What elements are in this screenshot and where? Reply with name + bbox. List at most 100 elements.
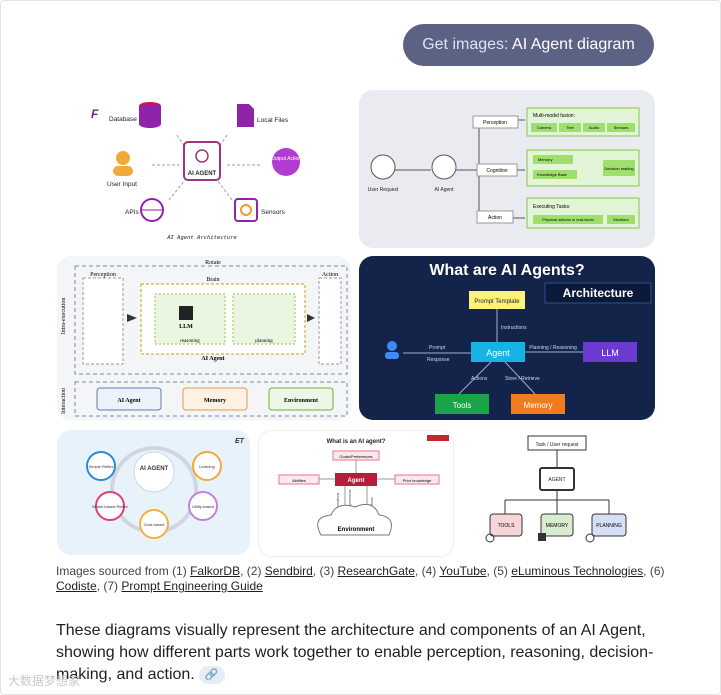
image-result-2[interactable]: User Request AI Agent Perception Cogniti… <box>359 90 655 248</box>
box-memory: Memory <box>204 398 226 404</box>
file-icon <box>237 104 254 127</box>
summary-paragraph: These diagrams visually represent the ar… <box>56 620 676 686</box>
label-observations: Observations <box>336 492 340 513</box>
image-result-5[interactable]: ET AI AGENT Simple Reflex Learning Utili… <box>57 430 250 555</box>
source-number: (4) <box>421 564 437 578</box>
label-rotate: Rotate <box>205 260 221 266</box>
node-apis: APIs <box>125 209 139 216</box>
label-prompt: Prompt <box>429 345 446 351</box>
title: What are AI Agents? <box>429 262 584 279</box>
title: What is an AI agent? <box>327 439 386 445</box>
separator: , <box>240 564 244 578</box>
source-link-eluminous[interactable]: eLuminous Technologies <box>511 564 644 578</box>
separator: , <box>414 564 419 578</box>
user-request-icon <box>370 154 396 180</box>
image-sources: Images sourced from (1) FalkorDB, (2) Se… <box>56 564 676 594</box>
robot-icon <box>431 154 457 180</box>
sensor-gear-icon <box>234 198 258 222</box>
source-number: (3) <box>319 564 335 578</box>
label-perception: Perception <box>90 272 116 278</box>
source-link-codiste[interactable]: Codiste <box>56 579 97 593</box>
type-goal-based: Goal-based <box>144 522 165 527</box>
image-caption: AI Agent Architecture <box>166 235 237 241</box>
box-environment: Environment <box>284 398 318 404</box>
node-local-files: Local Files <box>257 117 289 124</box>
output-action-icon <box>272 148 300 176</box>
fusion-item: Sensors <box>614 125 629 130</box>
query-text: AI Agent diagram <box>512 36 635 53</box>
source-link-youtube[interactable]: YouTube <box>439 564 487 578</box>
image-result-1[interactable]: AI AGENT F Database Local Files User Inp… <box>57 90 346 248</box>
agent-label: AGENT <box>548 477 565 483</box>
wrench-icon <box>485 533 495 543</box>
box-ai-agent: AI Agent <box>117 398 140 404</box>
link-icon[interactable]: 🔗 <box>198 665 225 684</box>
memory-box: Memory <box>524 401 553 410</box>
node-user-input: User Input <box>107 181 137 188</box>
agent-box: Agent <box>486 348 510 358</box>
label-decision: Decision making <box>604 166 633 171</box>
planning-label: PLANNING <box>596 523 622 529</box>
source-number: (5) <box>493 564 508 578</box>
label-brain: Brain <box>206 277 219 283</box>
database-icon <box>139 102 161 128</box>
image-result-3[interactable]: Rotate Intra-execution Perception Brain … <box>57 256 351 420</box>
memory-label: MEMORY <box>546 523 569 529</box>
label-actions: Actions <box>471 376 488 382</box>
ai-agent-box <box>183 141 221 181</box>
label-user-request: User Request <box>368 187 399 193</box>
type-utility-based: Utility-based <box>192 504 214 509</box>
source-number: (2) <box>246 564 262 578</box>
tools-label: TOOLS <box>498 523 516 529</box>
label-ai-agent: AI Agent <box>435 187 455 193</box>
gear-icon <box>585 533 595 543</box>
node-environment: Environment <box>338 527 375 533</box>
source-link-researchgate[interactable]: ResearchGate <box>337 564 415 578</box>
label-fusion: Multi-model fusion: <box>533 113 575 119</box>
label-action: Action <box>488 215 502 221</box>
label-exec: Executing Tasks: <box>533 204 570 210</box>
type-model-based: Model-based Reflex <box>92 504 128 509</box>
node-abilities: Abilities <box>292 478 306 483</box>
source-number: (1) <box>172 564 187 578</box>
label-action: Action <box>322 272 338 278</box>
label-instructions: Instructions <box>501 325 527 331</box>
image-result-7[interactable]: Task / User request AGENT TOOLS MEMORY P… <box>460 430 654 555</box>
fusion-item: Camera <box>537 125 552 130</box>
label-store: Store / Retrieve <box>505 376 540 382</box>
user-icon <box>385 341 399 359</box>
label-actions: Actions <box>370 497 374 509</box>
chip-icon <box>538 533 546 541</box>
image-result-4[interactable]: What are AI Agents? Architecture Prompt … <box>359 256 655 420</box>
exec-item: Physical actions in real-world <box>542 217 594 222</box>
label-response: Response <box>427 357 450 363</box>
tools-box: Tools <box>453 401 472 410</box>
label-intra: Intra-execution <box>61 298 67 335</box>
image-result-6[interactable]: What is an AI agent? Goals/Preferences A… <box>258 430 454 557</box>
brand-et: ET <box>235 438 245 445</box>
label-planning: planning <box>255 339 273 344</box>
source-number: (6) <box>649 564 665 578</box>
source-link-sendbird[interactable]: Sendbird <box>264 564 313 578</box>
watermark: 大数据梦想家 <box>8 674 81 688</box>
exec-item: Monitors <box>613 217 628 222</box>
source-number: (7) <box>103 579 119 593</box>
source-link-falkordb[interactable]: FalkorDB <box>190 564 241 578</box>
fusion-item: Audio <box>589 125 600 130</box>
fusion-item: Text <box>566 125 574 130</box>
source-link-prompt-engineering-guide[interactable]: Prompt Engineering Guide <box>121 579 263 593</box>
cloud-icon <box>317 503 392 536</box>
separator: , <box>96 579 101 593</box>
task-box: Task / User request <box>535 442 579 448</box>
label-past: Past experiences <box>348 489 352 516</box>
query-prefix: Get images: <box>422 36 509 53</box>
type-learning: Learning <box>199 464 215 469</box>
label-ai-agent: AI Agent <box>201 356 224 362</box>
falkordb-logo-icon: F <box>91 107 99 121</box>
label-llm: LLM <box>179 324 193 330</box>
user-icon <box>113 151 133 176</box>
label-inter: Interaction <box>61 388 67 414</box>
query-bubble: Get images: AI Agent diagram <box>403 24 654 66</box>
ai-agent-label: AI AGENT <box>188 171 217 177</box>
center-label: AI AGENT <box>140 466 169 472</box>
